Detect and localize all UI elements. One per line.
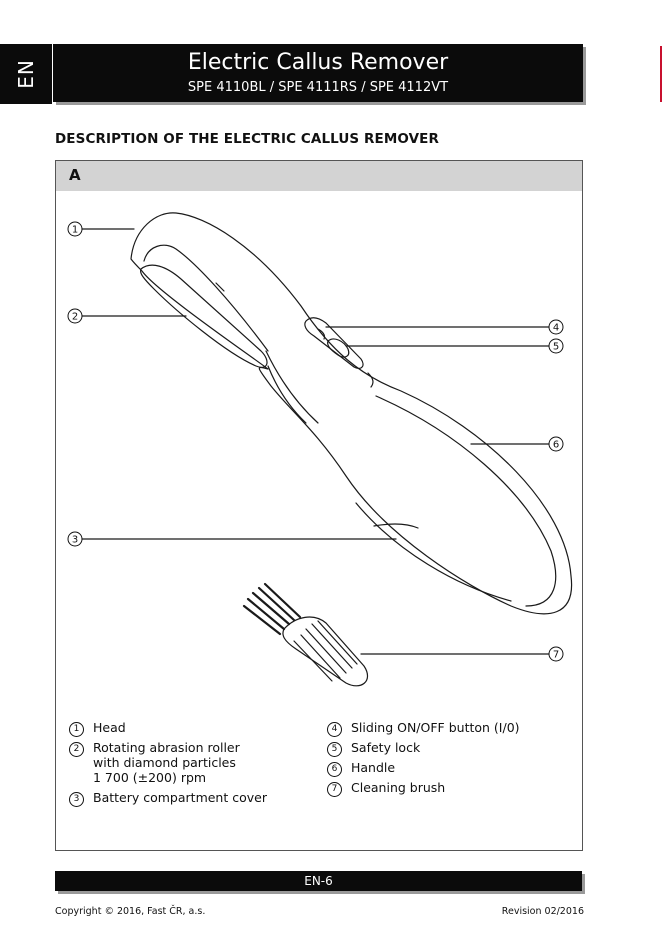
legend-item-battery-cover: 3 Battery compartment cover (69, 790, 267, 807)
callout-7-label: 7 (553, 650, 559, 661)
legend-number: 7 (327, 782, 342, 797)
callout-5 (548, 338, 564, 354)
legend-number: 1 (69, 722, 84, 737)
header-bar: Electric Callus Remover SPE 4110BL / SPE… (53, 44, 583, 102)
legend-text: Battery compartment cover (93, 790, 267, 805)
legend-text: Sliding ON/OFF button (I/0) (351, 720, 520, 735)
callus-remover-diagram: 1 2 3 4 5 6 7 (67, 212, 573, 687)
sliding-switch (304, 317, 364, 370)
legend-item-safety-lock: 5 Safety lock (327, 740, 420, 757)
page-number: EN-6 (304, 874, 333, 888)
legend-number: 3 (69, 792, 84, 807)
callout-4 (548, 319, 564, 335)
callout-3 (67, 531, 83, 547)
legend-text: Rotating abrasion roller (93, 740, 240, 755)
document-title: Electric Callus Remover (187, 50, 449, 75)
safety-lock-button (327, 338, 350, 358)
callout-6 (548, 436, 564, 452)
page-number-bar: EN-6 (55, 871, 582, 891)
callout-2-label: 2 (72, 312, 78, 323)
legend-number: 4 (327, 722, 342, 737)
callout-7 (548, 646, 564, 662)
head-inner-outline (143, 244, 269, 352)
legend-number: 5 (327, 742, 342, 757)
cleaning-brush (242, 582, 369, 687)
section-heading: DESCRIPTION OF THE ELECTRIC CALLUS REMOV… (55, 131, 439, 147)
copyright-text: Copyright © 2016, Fast ČR, a.s. (55, 906, 206, 917)
language-code: EN (14, 59, 38, 89)
edge-marker (660, 46, 662, 102)
figure-label: A (69, 166, 81, 184)
legend-text: Head (93, 720, 126, 735)
abrasion-roller (139, 264, 268, 368)
model-numbers: SPE 4110BL / SPE 4111RS / SPE 4112VT (187, 80, 449, 95)
device-body-outline (130, 212, 573, 615)
callout-1-label: 1 (72, 225, 78, 236)
revision-text: Revision 02/2016 (501, 906, 584, 917)
legend-text-line3: 1 700 (±200) rpm (93, 770, 207, 785)
legend-item-brush: 7 Cleaning brush (327, 780, 445, 797)
legend-text-line2: with diamond particles (93, 755, 236, 770)
legend-text: Cleaning brush (351, 780, 446, 795)
legend-text: Safety lock (351, 740, 421, 755)
legend-item-head: 1 Head (69, 720, 126, 737)
callout-1 (67, 221, 83, 237)
legend-text: Handle (351, 760, 396, 775)
legend-number: 6 (327, 762, 342, 777)
callout-4-label: 4 (553, 323, 559, 334)
callout-5-label: 5 (553, 342, 559, 353)
callout-6-label: 6 (553, 440, 559, 451)
legend-number: 2 (69, 742, 84, 757)
battery-cover-seam (373, 523, 419, 529)
legend-item-handle: 6 Handle (327, 760, 395, 777)
language-tab: EN (0, 44, 52, 104)
callout-3-label: 3 (72, 535, 78, 546)
callout-2 (67, 308, 83, 324)
legend-item-switch: 4 Sliding ON/OFF button (I/0) (327, 720, 520, 737)
figure-panel: A (55, 160, 583, 851)
figure-header: A (56, 161, 582, 191)
